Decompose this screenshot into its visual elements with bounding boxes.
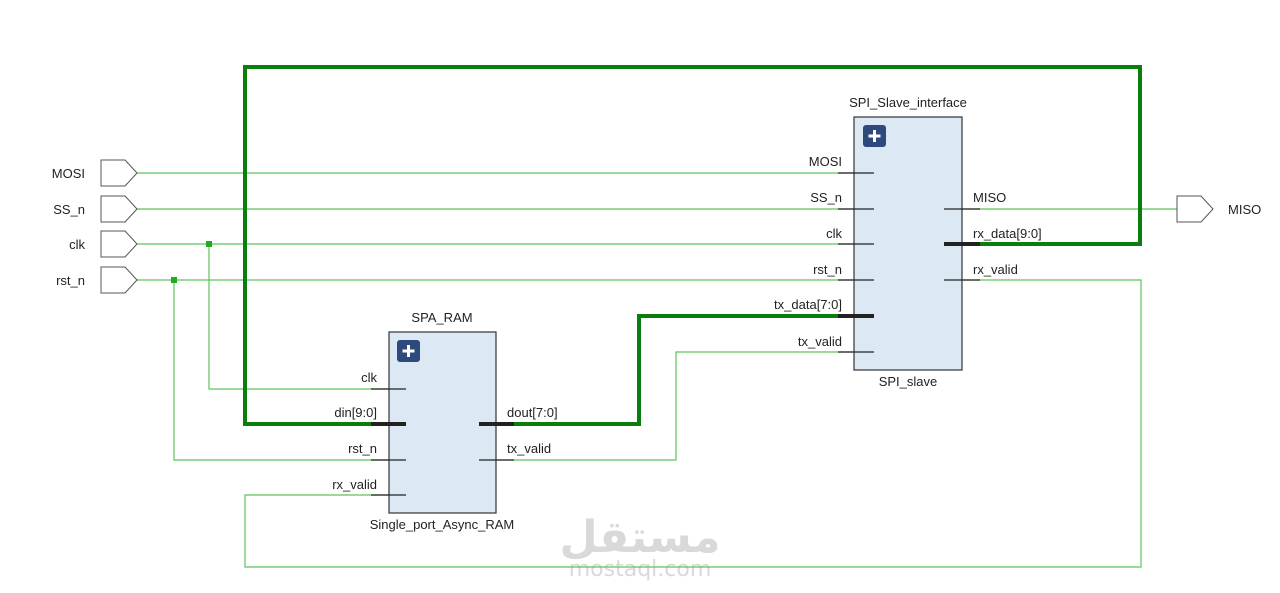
port-label: rx_valid bbox=[332, 477, 377, 492]
input-port-mosi[interactable]: MOSI bbox=[52, 159, 138, 187]
port-label: SS_n bbox=[810, 190, 842, 205]
block-body[interactable] bbox=[388, 331, 497, 514]
expand-button[interactable] bbox=[863, 125, 886, 147]
input-ports: MOSI SS_n clk rst_n bbox=[52, 159, 138, 294]
wires bbox=[137, 172, 1177, 568]
port-label: MOSI bbox=[809, 154, 842, 169]
port-label: MISO bbox=[973, 190, 1006, 205]
output-port-label: MISO bbox=[1228, 202, 1261, 217]
input-port-ss-n[interactable]: SS_n bbox=[53, 195, 138, 223]
input-port-clk[interactable]: clk bbox=[69, 230, 138, 258]
port-label: rx_data[9:0] bbox=[973, 226, 1042, 241]
block-instance-name: SPI_Slave_interface bbox=[849, 95, 967, 110]
port-label: tx_data[7:0] bbox=[774, 297, 842, 312]
input-port-rst-n[interactable]: rst_n bbox=[56, 266, 138, 294]
wire-rst-n-to-ram[interactable] bbox=[173, 280, 389, 461]
wire-tx-valid[interactable] bbox=[496, 351, 854, 461]
wire-clk-to-ram[interactable] bbox=[208, 244, 389, 390]
junction-rst-n bbox=[171, 277, 177, 283]
junction-clk bbox=[206, 241, 212, 247]
buses bbox=[243, 65, 1142, 426]
watermark: مستقل mostaql.com bbox=[560, 512, 721, 582]
port-label: tx_valid bbox=[798, 334, 842, 349]
expand-button[interactable] bbox=[397, 340, 420, 362]
input-port-label: MOSI bbox=[52, 166, 85, 181]
watermark-arabic: مستقل bbox=[560, 512, 721, 563]
output-port-miso[interactable]: MISO bbox=[1176, 195, 1261, 223]
block-instance-name: SPA_RAM bbox=[411, 310, 472, 325]
watermark-latin: mostaql.com bbox=[569, 557, 712, 582]
block-spi-slave[interactable]: SPI_Slave_interface SPI_slave MOSI SS_n … bbox=[774, 95, 1042, 389]
port-label: din[9:0] bbox=[334, 405, 377, 420]
block-spa-ram[interactable]: SPA_RAM Single_port_Async_RAM clk din[9:… bbox=[332, 310, 557, 532]
port-label: clk bbox=[826, 226, 842, 241]
plus-glyph bbox=[868, 130, 881, 142]
block-module-name: Single_port_Async_RAM bbox=[370, 517, 515, 532]
bus-dout-tx-data[interactable] bbox=[496, 314, 854, 426]
port-label: rx_valid bbox=[973, 262, 1018, 277]
plus-glyph bbox=[402, 345, 415, 357]
input-port-label: rst_n bbox=[56, 273, 85, 288]
bus-rx-data[interactable] bbox=[243, 65, 1142, 426]
block-module-name: SPI_slave bbox=[879, 374, 938, 389]
port-label: clk bbox=[361, 370, 377, 385]
port-label: dout[7:0] bbox=[507, 405, 558, 420]
port-label: rst_n bbox=[813, 262, 842, 277]
wire-rx-valid[interactable] bbox=[244, 279, 1142, 568]
input-port-label: SS_n bbox=[53, 202, 85, 217]
port-label: tx_valid bbox=[507, 441, 551, 456]
input-port-label: clk bbox=[69, 237, 85, 252]
port-label: rst_n bbox=[348, 441, 377, 456]
